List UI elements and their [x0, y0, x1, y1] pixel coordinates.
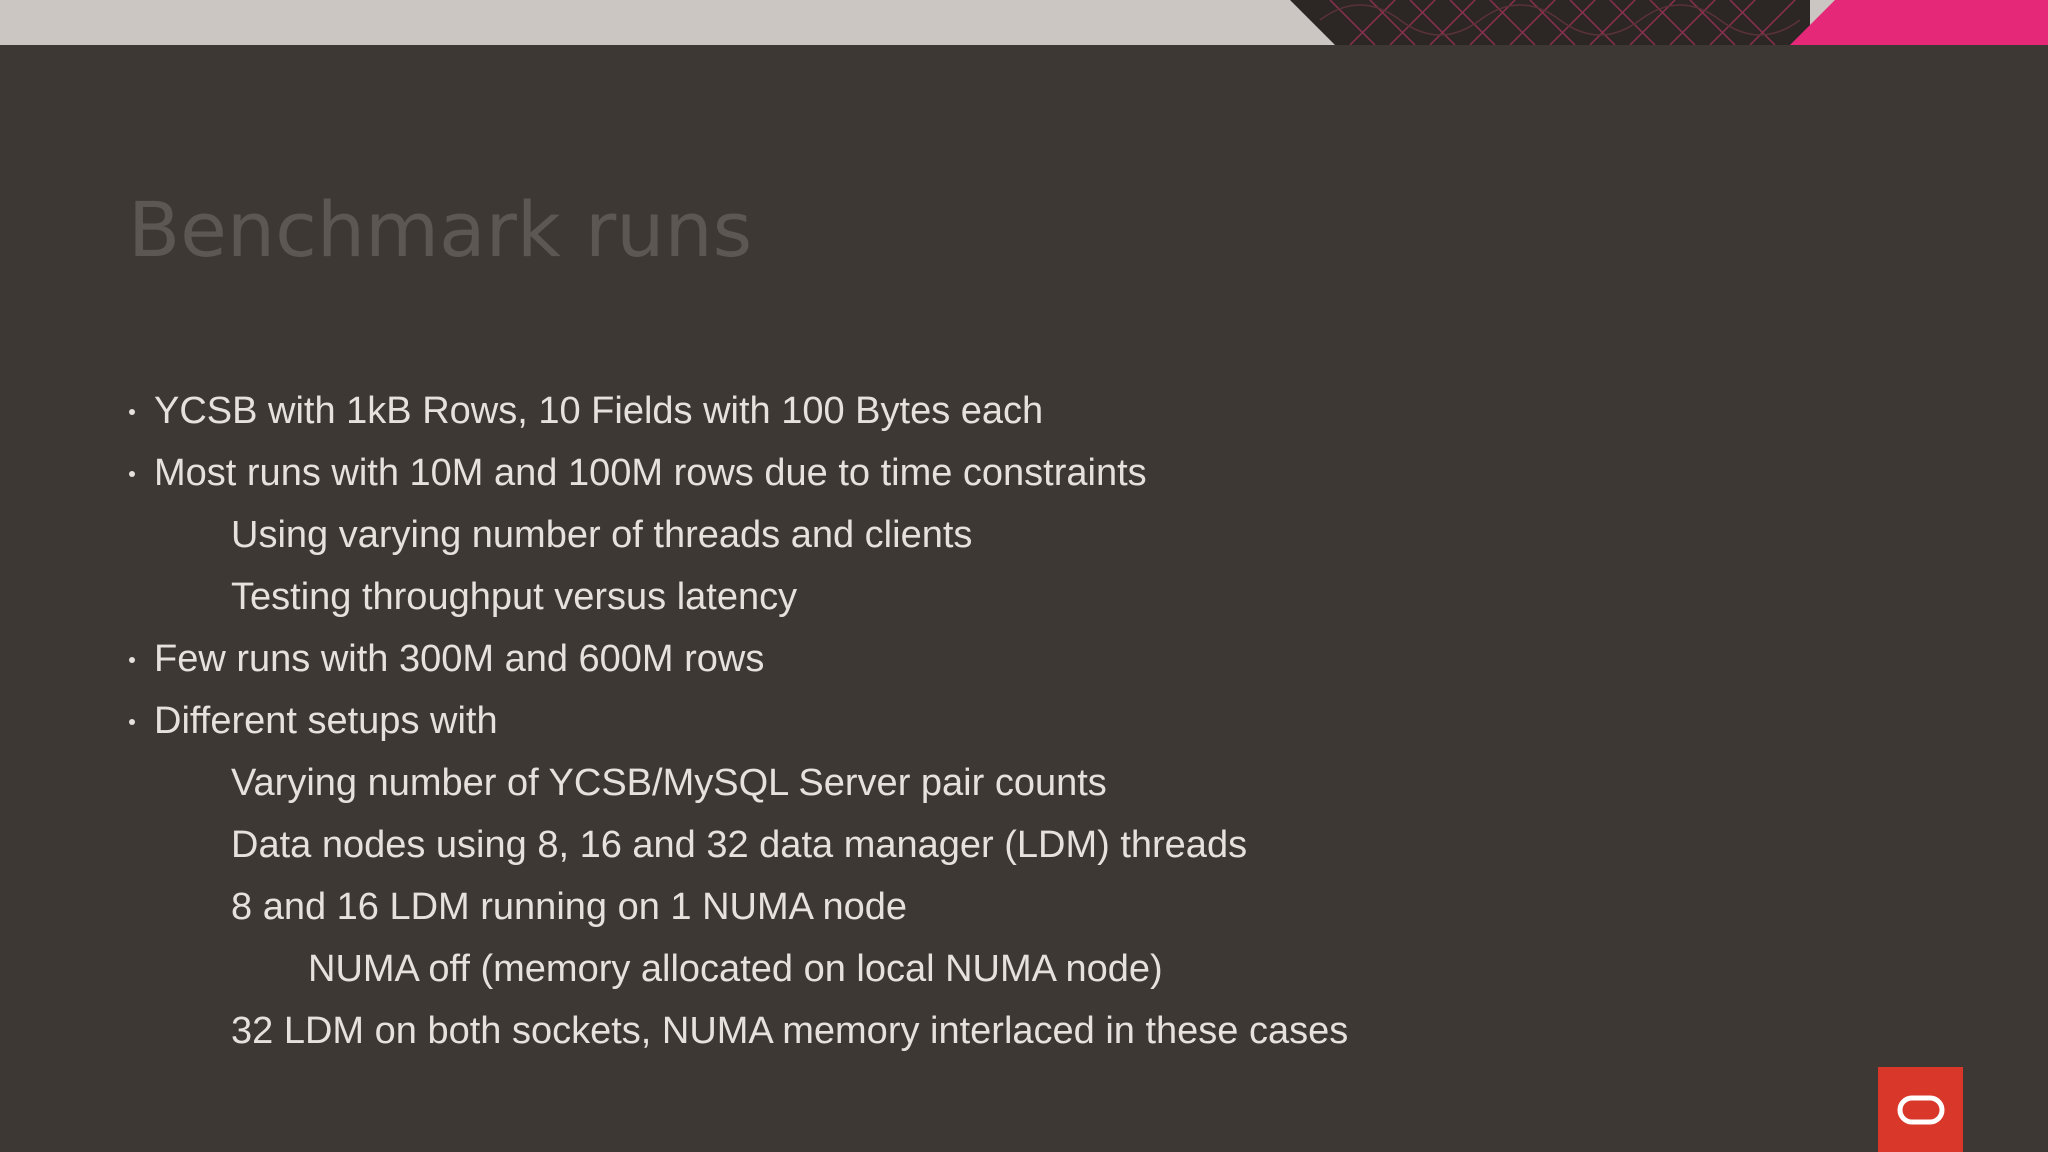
bullet-item: YCSB with 1kB Rows, 10 Fields with 100 B…: [128, 380, 1348, 442]
bullet-item: Few runs with 300M and 600M rows: [128, 628, 1348, 690]
bullet-list: YCSB with 1kB Rows, 10 Fields with 100 B…: [128, 380, 1348, 1062]
slide-title: Benchmark runs: [128, 185, 753, 274]
oracle-logo: [1878, 1067, 1963, 1152]
sub-bullet-item: Using varying number of threads and clie…: [231, 514, 973, 556]
sub-bullet-item: 8 and 16 LDM running on 1 NUMA node: [231, 886, 907, 928]
sub-bullet-item: Testing throughput versus latency: [231, 576, 798, 618]
sub-sub-bullet-item: NUMA off (memory allocated on local NUMA…: [308, 948, 1163, 990]
bullet-item: Most runs with 10M and 100M rows due to …: [128, 442, 1348, 504]
sub-bullet-item: Varying number of YCSB/MySQL Server pair…: [231, 762, 1107, 804]
pattern-decoration: [1290, 0, 1810, 45]
pink-accent-shape: [1790, 0, 2048, 45]
oracle-logo-icon: [1897, 1095, 1944, 1124]
sub-bullet-item: 32 LDM on both sockets, NUMA memory inte…: [231, 1010, 1349, 1052]
top-decorative-band: [0, 0, 2048, 45]
sub-bullet-item: Data nodes using 8, 16 and 32 data manag…: [231, 824, 1248, 866]
bullet-item: Different setups with: [128, 690, 1348, 752]
